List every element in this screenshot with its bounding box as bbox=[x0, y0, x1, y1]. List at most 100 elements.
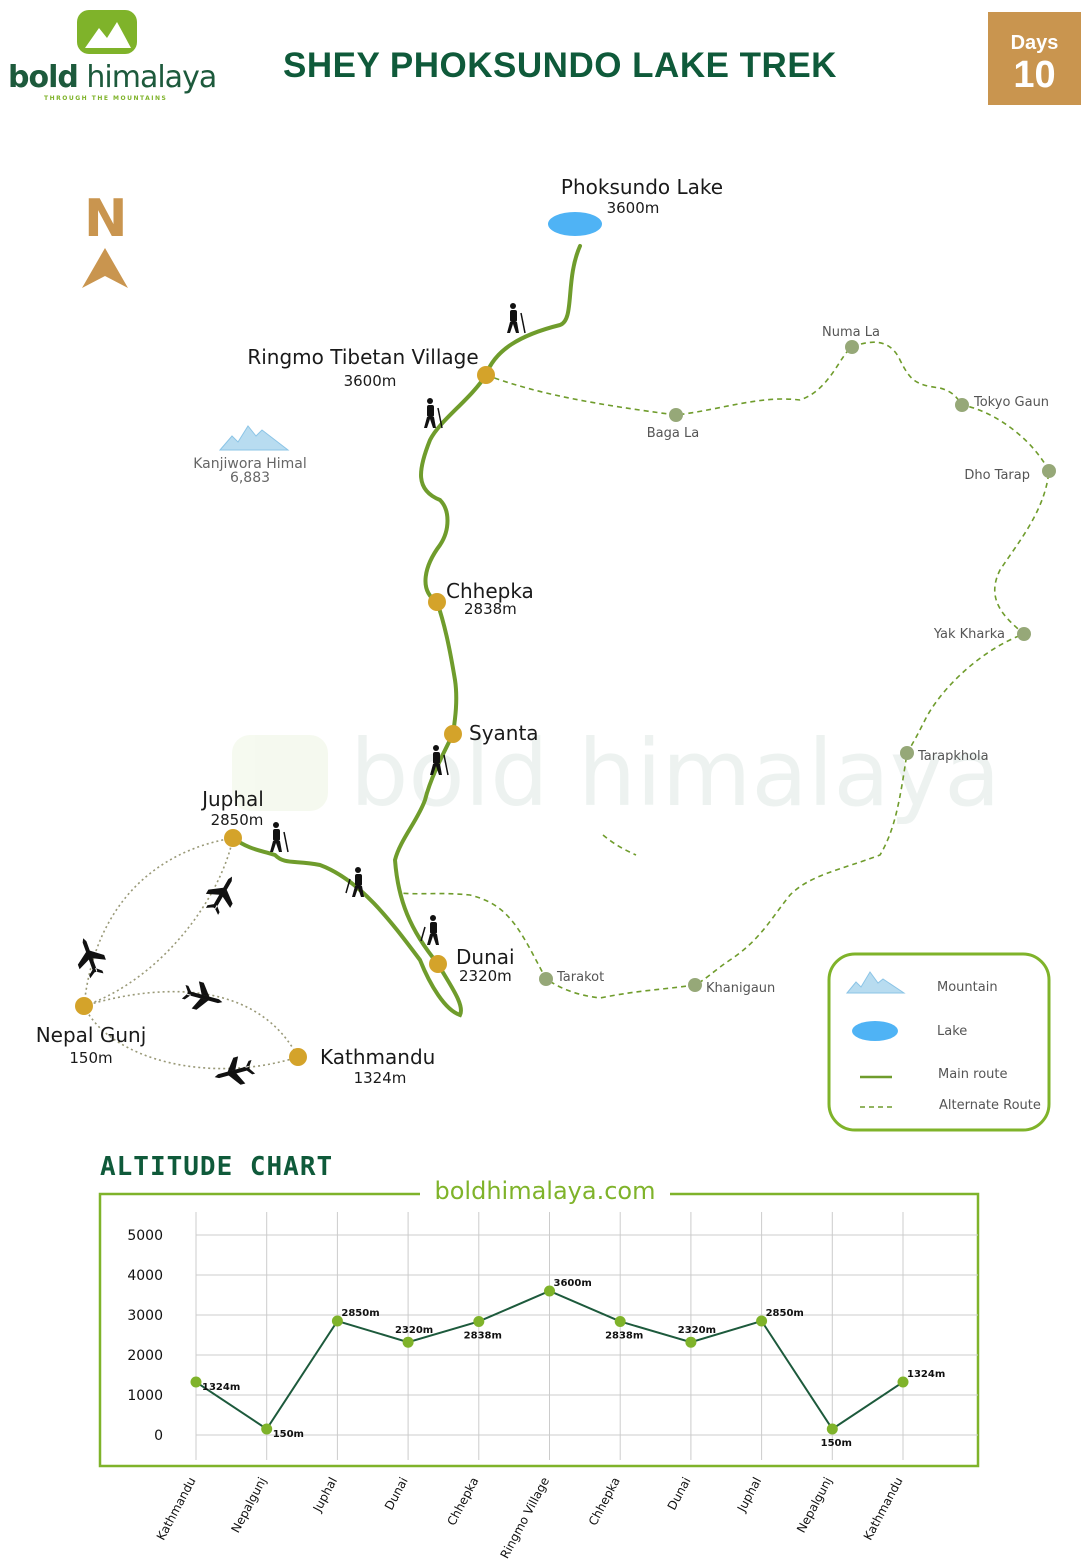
place-label: Chhepka bbox=[446, 579, 534, 603]
place-label: Kathmandu bbox=[320, 1045, 435, 1069]
data-label: 2320m bbox=[678, 1325, 716, 1336]
stop-marker bbox=[955, 398, 969, 412]
chart-frame bbox=[98, 1192, 980, 1468]
mountain-logo-icon bbox=[77, 10, 137, 54]
place-label: Khanigaun bbox=[706, 981, 775, 996]
stop-marker bbox=[539, 972, 553, 986]
stop-marker bbox=[289, 1048, 307, 1066]
y-tick-label: 5000 bbox=[127, 1228, 163, 1244]
place-elevation: 2850m bbox=[211, 811, 264, 829]
lake-icon bbox=[548, 212, 602, 236]
place-elevation: 150m bbox=[69, 1049, 112, 1067]
plane-icon bbox=[205, 876, 233, 915]
days-value: 10 bbox=[1013, 54, 1056, 96]
y-tick-label: 1000 bbox=[127, 1388, 163, 1404]
mountain-icon bbox=[845, 971, 906, 994]
days-badge: Days 10 bbox=[988, 12, 1081, 105]
plane-icons bbox=[77, 876, 256, 1085]
data-point bbox=[756, 1315, 768, 1327]
stop-marker bbox=[1017, 627, 1031, 641]
data-label: 2850m bbox=[341, 1308, 379, 1319]
stop-marker bbox=[900, 746, 914, 760]
legend-mountain-label: Mountain bbox=[937, 980, 998, 995]
stop-marker bbox=[845, 340, 859, 354]
y-tick-label: 2000 bbox=[127, 1348, 163, 1364]
data-point bbox=[685, 1336, 697, 1348]
stop-marker bbox=[669, 408, 683, 422]
x-tick-label: Nepalgunj bbox=[794, 1475, 835, 1535]
data-label: 150m bbox=[273, 1429, 304, 1440]
place-label: Nepal Gunj bbox=[36, 1023, 147, 1047]
stop-marker bbox=[477, 366, 495, 384]
alternate-stops bbox=[539, 340, 1056, 992]
hiker-icon bbox=[420, 915, 439, 945]
x-tick-label: Chhepka bbox=[586, 1475, 623, 1528]
north-letter: N bbox=[84, 189, 128, 249]
place-elevation: 1324m bbox=[354, 1069, 407, 1087]
data-label: 1324m bbox=[202, 1382, 240, 1393]
x-tick-label: Kathmandu bbox=[154, 1475, 199, 1543]
alternate-route-fragment bbox=[602, 834, 637, 856]
mountain-name: Kanjiwora Himal bbox=[193, 456, 307, 472]
stop-marker bbox=[75, 997, 93, 1015]
place-label: Tarapkhola bbox=[917, 749, 989, 764]
x-tick-label: Juphal bbox=[734, 1475, 764, 1515]
x-tick-label: Ringmo Village bbox=[498, 1475, 553, 1561]
y-tick-label: 3000 bbox=[127, 1308, 163, 1324]
data-point bbox=[261, 1423, 273, 1435]
place-label: Tokyo Gaun bbox=[973, 395, 1049, 410]
hiker-icon bbox=[424, 398, 443, 429]
chart-grid bbox=[195, 1212, 978, 1460]
data-point bbox=[614, 1315, 626, 1327]
data-point bbox=[473, 1315, 485, 1327]
place-label: Dunai bbox=[456, 945, 515, 969]
website-label: boldhimalaya.com bbox=[420, 1177, 670, 1205]
data-point bbox=[897, 1376, 909, 1388]
stop-marker bbox=[688, 978, 702, 992]
y-tick-label: 4000 bbox=[127, 1268, 163, 1284]
x-axis-labels: Kathmandu Nepalgunj Juphal Dunai Chhepka Ring… bbox=[154, 1475, 906, 1561]
page-title: SHEY PHOKSUNDO LAKE TREK bbox=[283, 46, 837, 85]
place-label: Tarakot bbox=[556, 970, 604, 985]
data-point bbox=[544, 1285, 555, 1297]
plane-icon bbox=[181, 981, 223, 1010]
data-label: 2320m bbox=[395, 1325, 433, 1336]
data-label: 2838m bbox=[605, 1330, 643, 1341]
map-legend: Mountain Lake Main route Alternate Route bbox=[827, 952, 1051, 1132]
watermark: bold himalaya bbox=[232, 720, 1001, 827]
hiker-icon bbox=[270, 822, 289, 853]
stop-marker bbox=[428, 593, 446, 611]
stop-marker bbox=[444, 725, 462, 743]
place-elevation: 2838m bbox=[464, 600, 517, 618]
days-label: Days bbox=[1010, 32, 1059, 54]
place-label: Yak Kharka bbox=[933, 627, 1005, 642]
place-label: Syanta bbox=[469, 721, 539, 745]
data-label: 2850m bbox=[766, 1308, 804, 1319]
x-tick-label: Kathmandu bbox=[861, 1475, 906, 1543]
mountain-icon bbox=[218, 425, 290, 451]
hiker-icon bbox=[430, 745, 449, 776]
alternate-route bbox=[399, 341, 1050, 999]
legend-alternate-route-label: Alternate Route bbox=[939, 1098, 1041, 1113]
place-elevation: 3600m bbox=[344, 372, 397, 390]
flight-paths bbox=[83, 837, 299, 1070]
data-point bbox=[190, 1376, 202, 1388]
main-stops bbox=[75, 366, 495, 1066]
lake-icon bbox=[852, 1021, 898, 1041]
data-point bbox=[402, 1336, 414, 1348]
north-arrow-icon bbox=[82, 248, 128, 288]
mountain-elevation: 6,883 bbox=[230, 470, 270, 486]
legend-lake-label: Lake bbox=[937, 1024, 967, 1039]
stop-marker bbox=[224, 829, 242, 847]
chart-title: ALTITUDE CHART bbox=[100, 1152, 334, 1182]
place-label: Phoksundo Lake bbox=[561, 175, 723, 199]
data-point bbox=[331, 1315, 343, 1327]
x-tick-label: Juphal bbox=[310, 1475, 340, 1515]
brand-name: bold himalaya bbox=[8, 60, 217, 95]
place-label: Baga La bbox=[647, 426, 699, 441]
x-tick-label: Dunai bbox=[665, 1475, 694, 1513]
data-label: 1324m bbox=[907, 1369, 945, 1380]
plane-icon bbox=[214, 1056, 256, 1085]
